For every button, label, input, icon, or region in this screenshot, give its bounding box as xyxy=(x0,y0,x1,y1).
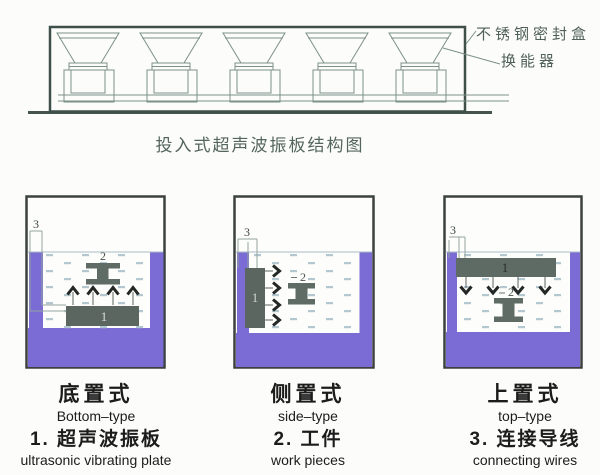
transducer-icon xyxy=(222,32,286,103)
vibrating-plate xyxy=(245,268,265,328)
wires-number: 3 xyxy=(33,217,39,231)
workpiece xyxy=(494,298,523,322)
caption-title-cn: 侧置式 xyxy=(270,383,346,406)
caption-title-en: top–type xyxy=(498,408,552,424)
up-arrows xyxy=(66,285,140,305)
down-arrows xyxy=(459,277,552,296)
legend-en: connecting wires xyxy=(472,452,578,468)
workpiece-number: 2 xyxy=(300,270,306,284)
plate-number: 1 xyxy=(252,290,259,305)
workpiece xyxy=(288,283,315,305)
transducer-label: 换能器 xyxy=(501,54,559,70)
workpiece xyxy=(86,263,120,285)
liquid-walls xyxy=(28,252,164,367)
connecting-wires-icon xyxy=(29,230,66,312)
legend-en: work pieces xyxy=(271,452,345,468)
leader-line-transducer xyxy=(442,47,501,65)
vibrating-plate-structure-diagram xyxy=(28,25,509,114)
diagram-caption: 投入式超声波振板结构图 xyxy=(155,136,365,155)
caption-top-type: 上置式 top–type 3. 连接导线 connecting wires xyxy=(432,382,600,468)
stainless-steel-sealed-box xyxy=(48,25,467,113)
transducer-icon xyxy=(139,32,203,103)
connecting-wires-icon xyxy=(237,238,258,268)
liquid-walls xyxy=(236,252,372,367)
caption-side-type: 侧置式 side–type 2. 工件 work pieces xyxy=(216,382,400,468)
transducer-icon xyxy=(388,32,452,103)
legend-cn: 2. 工件 xyxy=(273,429,343,450)
wires-number: 3 xyxy=(450,223,456,237)
liquid-walls xyxy=(446,252,580,367)
tank-top-type: 3 1 2 xyxy=(443,195,583,369)
vibrating-plate xyxy=(456,258,556,277)
legend-en: ultrasonic vibrating plate xyxy=(20,452,172,468)
plate-number: 1 xyxy=(101,309,108,324)
legend-cn: 3. 连接导线 xyxy=(469,429,581,450)
connecting-wires-icon xyxy=(448,236,466,258)
leader-line-sealed-box xyxy=(465,30,477,45)
workpiece-number: 2 xyxy=(508,285,514,299)
right-arrows xyxy=(265,264,282,327)
wires-number: 3 xyxy=(244,225,250,239)
transducer-icon xyxy=(305,32,369,103)
tank-bottom-type: 3 1 2 xyxy=(25,195,166,369)
caption-title-en: Bottom–type xyxy=(56,408,136,424)
plate-number: 1 xyxy=(502,261,508,275)
internal-wires xyxy=(58,94,509,102)
caption-bottom-type: 底置式 Bottom–type 1. 超声波振板 ultrasonic vibr… xyxy=(4,382,188,468)
tank-side-type: 3 1 2 xyxy=(233,195,375,369)
transducer-icon xyxy=(56,32,120,103)
caption-title-en: side–type xyxy=(278,408,338,424)
caption-title-cn: 上置式 xyxy=(487,383,563,406)
legend-cn: 1. 超声波振板 xyxy=(29,429,163,450)
vibrating-plate xyxy=(66,306,139,326)
transducer-row xyxy=(56,32,452,103)
caption-title-cn: 底置式 xyxy=(58,383,134,406)
workpiece-number: 2 xyxy=(100,249,106,263)
sealed-box-label: 不锈钢密封盒 xyxy=(476,27,591,43)
